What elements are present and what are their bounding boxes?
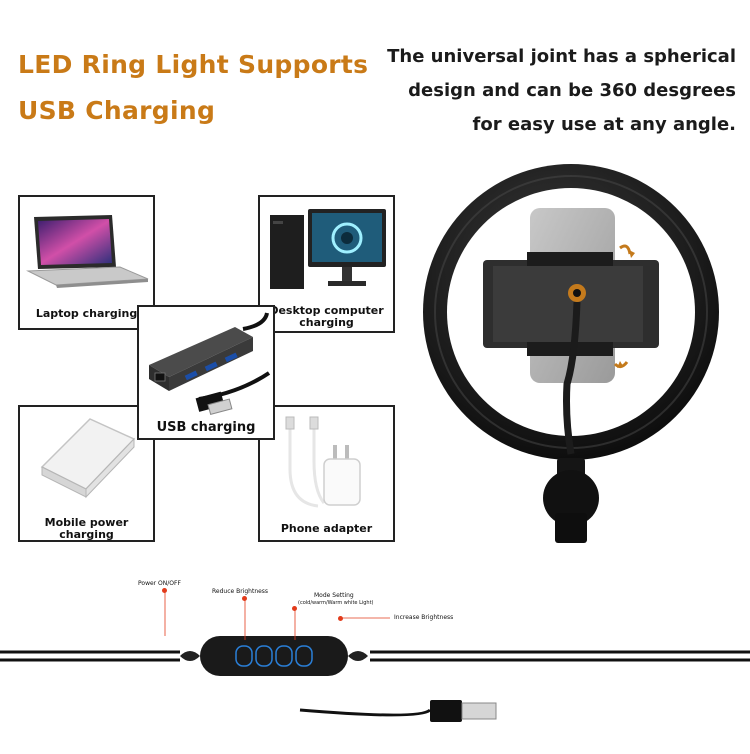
annotation-mode-setting-detail: (cold/warm/Warm white Light) [298,600,374,606]
annotation-mode-setting: Mode Setting [314,592,354,599]
label-laptop-charging: Laptop charging [35,307,138,320]
headline-right-line1: The universal joint has a spherical [387,46,736,67]
desktop-computer-image [270,209,386,289]
panel-desktop-charging: Desktop computer charging [258,195,395,333]
panel-usb-charging: USB charging [137,305,275,440]
panel-phone-adapter: Phone adapter [258,405,395,542]
power-bank-image [40,418,136,499]
label-mobile-power-charging: Mobile power charging [44,516,129,541]
laptop-image [26,215,149,288]
ring-light-illustration [405,148,740,543]
cable-image [0,590,750,722]
headline-left-line1: LED Ring Light Supports [18,50,369,79]
panel-laptop-charging: Laptop charging [18,195,155,330]
inline-controller-diagram: Power ON/OFF Reduce Brightness Mode Sett… [0,560,750,750]
phone-adapter-image [285,416,361,508]
label-usb-charging: USB charging [156,420,256,435]
headline-usb-charging: LED Ring Light Supports USB Charging [18,42,378,134]
annotation-reduce-brightness: Reduce Brightness [212,588,269,595]
label-desktop-charging: Desktop computer charging [269,304,384,329]
panel-mobile-power-charging: Mobile power charging [18,405,155,542]
label-phone-adapter: Phone adapter [280,522,373,535]
headline-right-line2: design and can be 360 desgrees [408,80,736,101]
reduce-marker-dot [242,596,247,601]
annotation-increase-brightness: Increase Brightness [394,614,454,621]
headline-universal-joint: The universal joint has a spherical desi… [376,40,736,142]
ring-light-image [423,164,719,543]
power-marker-dot [162,588,167,593]
mode-marker-dot [292,606,297,611]
usb-hub-image [149,312,271,416]
increase-marker-dot [338,616,343,621]
headline-right-line3: for easy use at any angle. [472,114,736,135]
headline-left-line2: USB Charging [18,96,216,125]
annotation-power: Power ON/OFF [138,580,181,587]
